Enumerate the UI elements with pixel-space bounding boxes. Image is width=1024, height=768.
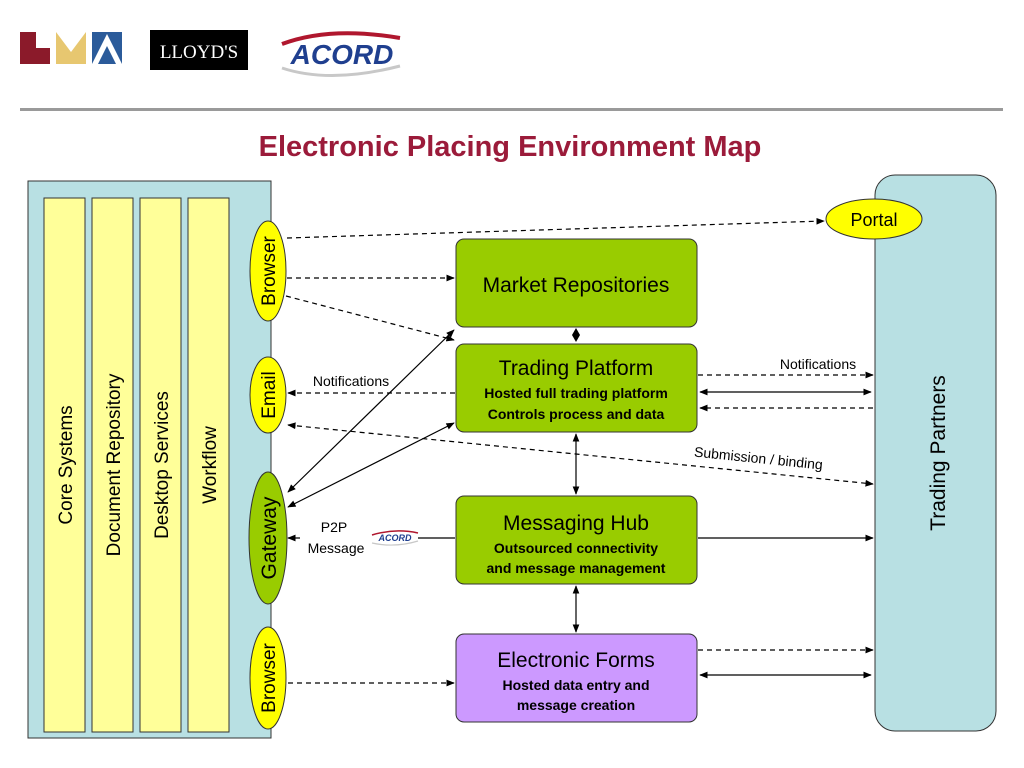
electronic-forms-desc: Hosted data entry and bbox=[502, 677, 649, 693]
notifications-label: Notifications bbox=[313, 373, 389, 389]
acord-logo: ACORD bbox=[281, 31, 401, 77]
logo-squares bbox=[20, 32, 122, 64]
messaging-hub-box: Messaging Hub Outsourced connectivity an… bbox=[455, 495, 698, 585]
pillar-desktop-services: Desktop Services bbox=[139, 197, 182, 733]
arrow-submission-binding bbox=[287, 422, 874, 487]
market-repositories-title: Market Repositories bbox=[483, 274, 670, 297]
arrow-browser-trading bbox=[285, 295, 455, 342]
electronic-forms-title: Electronic Forms bbox=[497, 649, 655, 672]
link-diamond bbox=[572, 328, 580, 342]
gateway-label: Gateway bbox=[258, 496, 281, 579]
market-repositories-box: Market Repositories bbox=[455, 238, 698, 328]
portal-oval: Portal bbox=[825, 198, 923, 240]
messaging-hub-desc: and message management bbox=[487, 560, 666, 576]
arrow-gateway-trading bbox=[287, 422, 455, 508]
browser-label: Browser bbox=[259, 642, 280, 712]
pillar-workflow: Workflow bbox=[187, 197, 230, 733]
arrow-browser-portal bbox=[286, 217, 825, 239]
gateway-oval: Gateway bbox=[248, 471, 288, 605]
page-title: Electronic Placing Environment Map bbox=[259, 131, 762, 163]
email-label: Email bbox=[259, 371, 280, 419]
arrow-gateway-market bbox=[287, 329, 455, 493]
p2p-label: P2P bbox=[321, 519, 347, 535]
trading-partners-panel bbox=[874, 174, 997, 732]
messaging-hub-desc: Outsourced connectivity bbox=[494, 540, 658, 556]
portal-label: Portal bbox=[850, 210, 897, 230]
acord-small-text: ACORD bbox=[378, 533, 412, 543]
message-label: Message bbox=[308, 540, 365, 556]
browser-oval-bottom: Browser bbox=[249, 626, 287, 730]
trading-platform-desc: Hosted full trading platform bbox=[484, 385, 668, 401]
pillar-label: Desktop Services bbox=[152, 391, 173, 539]
pillar-label: Core Systems bbox=[56, 405, 77, 524]
pillar-label: Workflow bbox=[200, 426, 221, 504]
pillar-document-repository: Document Repository bbox=[91, 197, 134, 733]
notifications-label: Notifications bbox=[780, 356, 856, 372]
trading-platform-title: Trading Platform bbox=[499, 357, 653, 380]
trading-platform-desc: Controls process and data bbox=[488, 406, 665, 422]
header-rule bbox=[20, 108, 1003, 111]
electronic-forms-box: Electronic Forms Hosted data entry and m… bbox=[455, 633, 698, 723]
electronic-forms-desc: message creation bbox=[517, 697, 635, 713]
acord-small-logo: ACORD bbox=[371, 530, 419, 546]
pillar-core-systems: Core Systems bbox=[43, 197, 86, 733]
lloyds-logo: LLOYD'S bbox=[150, 30, 248, 70]
pillar-label: Document Repository bbox=[104, 373, 125, 556]
trading-platform-box: Trading Platform Hosted full trading pla… bbox=[455, 343, 698, 433]
messaging-hub-title: Messaging Hub bbox=[503, 512, 649, 535]
email-oval: Email bbox=[249, 356, 287, 434]
browser-oval-top: Browser bbox=[249, 220, 287, 322]
acord-logo-text: ACORD bbox=[290, 39, 394, 70]
lloyds-logo-text: LLOYD'S bbox=[160, 42, 238, 63]
browser-label: Browser bbox=[259, 235, 280, 305]
trading-partners-label: Trading Partners bbox=[927, 375, 950, 531]
